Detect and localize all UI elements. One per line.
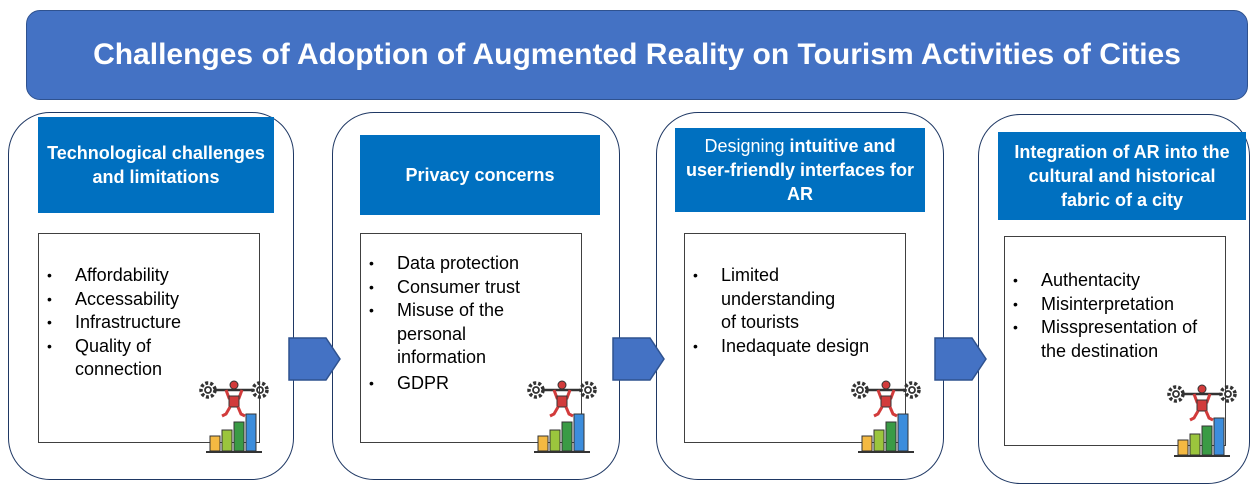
panel-list-interfaces: •Limited understanding of tourists •Ined… (684, 233, 906, 443)
list-item: •Data protection (369, 253, 520, 273)
weightlifter-gears-growth-icon (527, 380, 597, 453)
panel-list-integration: •Authentacity •Misinterpretation •Misspr… (1004, 236, 1226, 446)
title-banner: Challenges of Adoption of Augmented Real… (26, 10, 1248, 100)
arrow-right-icon (612, 337, 665, 381)
weightlifter-gears-growth-icon (199, 380, 269, 453)
list-item: •Misuse of the personal information (369, 300, 505, 367)
panel-heading-privacy: Privacy concerns (360, 135, 600, 215)
list-item: •Misinterpretation (1013, 293, 1175, 314)
list-item: •Limited understanding of tourists (693, 265, 836, 332)
weightlifter-gears-growth-icon (851, 380, 921, 453)
weightlifter-gears-growth-icon (1167, 384, 1237, 457)
arrow-right-icon (934, 337, 987, 381)
list-item: •Consumer trust (369, 276, 521, 297)
panel-heading-technological: Technological challenges and limitations (38, 117, 274, 213)
list-item: •Infrastructure (47, 312, 182, 332)
panel-list-technological: •Affordability •Accessability •Infrastru… (38, 233, 260, 443)
diagram-title: Challenges of Adoption of Augmented Real… (93, 38, 1181, 71)
panel-heading-integration: Integration of AR into the cultural and … (998, 132, 1246, 220)
list-item: •GDPR (369, 372, 450, 393)
panel-list-privacy: •Data protection •Consumer trust •Misuse… (360, 233, 582, 443)
list-item: •Accessability (47, 288, 180, 309)
list-item: •Affordability (47, 265, 169, 285)
arrow-right-icon (288, 337, 341, 381)
list-item: •Quality of connection (47, 335, 163, 380)
panel-heading-interfaces: Designing intuitive and user-friendly in… (675, 128, 925, 212)
list-item: •Authentacity (1013, 270, 1141, 290)
list-item: •Inedaquate design (693, 335, 870, 356)
list-item: •Misspresentation of the destination (1013, 317, 1198, 361)
